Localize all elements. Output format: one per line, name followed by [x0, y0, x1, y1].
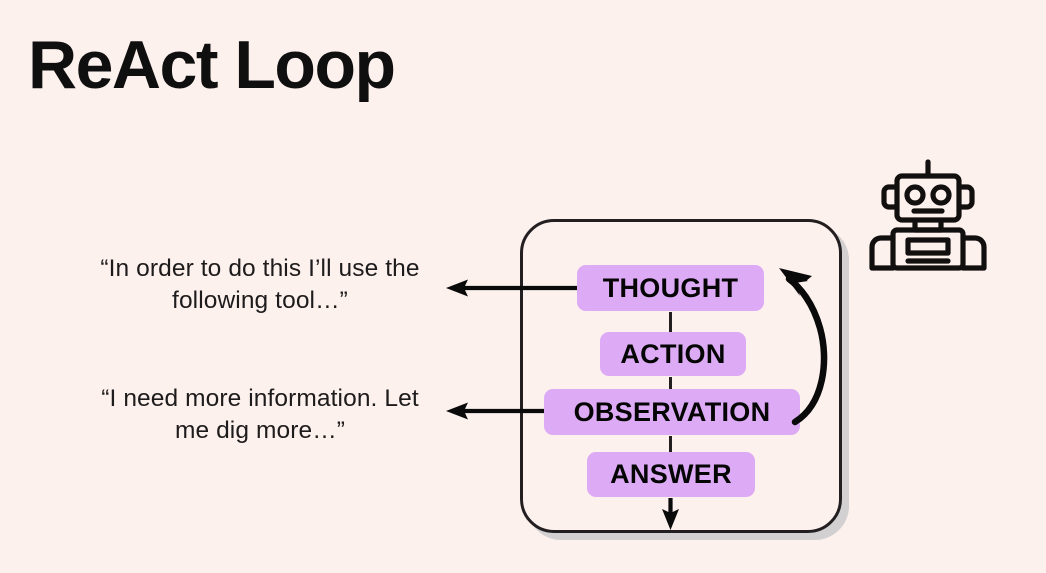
observation-quote: “I need more information. Let me dig mor…	[101, 385, 419, 445]
page-title: ReAct Loop	[28, 27, 396, 103]
step-pill-action[interactable]: ACTION	[600, 332, 746, 376]
connector-dash-action-observation	[669, 377, 672, 389]
connector-dash-observation-answer	[669, 436, 672, 452]
robot-icon	[869, 159, 987, 271]
connector-dash-thought-action	[669, 312, 672, 332]
step-pill-observation[interactable]: OBSERVATION	[544, 389, 800, 435]
step-pill-answer[interactable]: ANSWER	[587, 452, 755, 497]
connector-dash-answer-exit	[669, 498, 672, 514]
step-pill-thought[interactable]: THOUGHT	[577, 265, 764, 311]
thought-quote: “In order to do this I’ll use the follow…	[100, 255, 420, 315]
